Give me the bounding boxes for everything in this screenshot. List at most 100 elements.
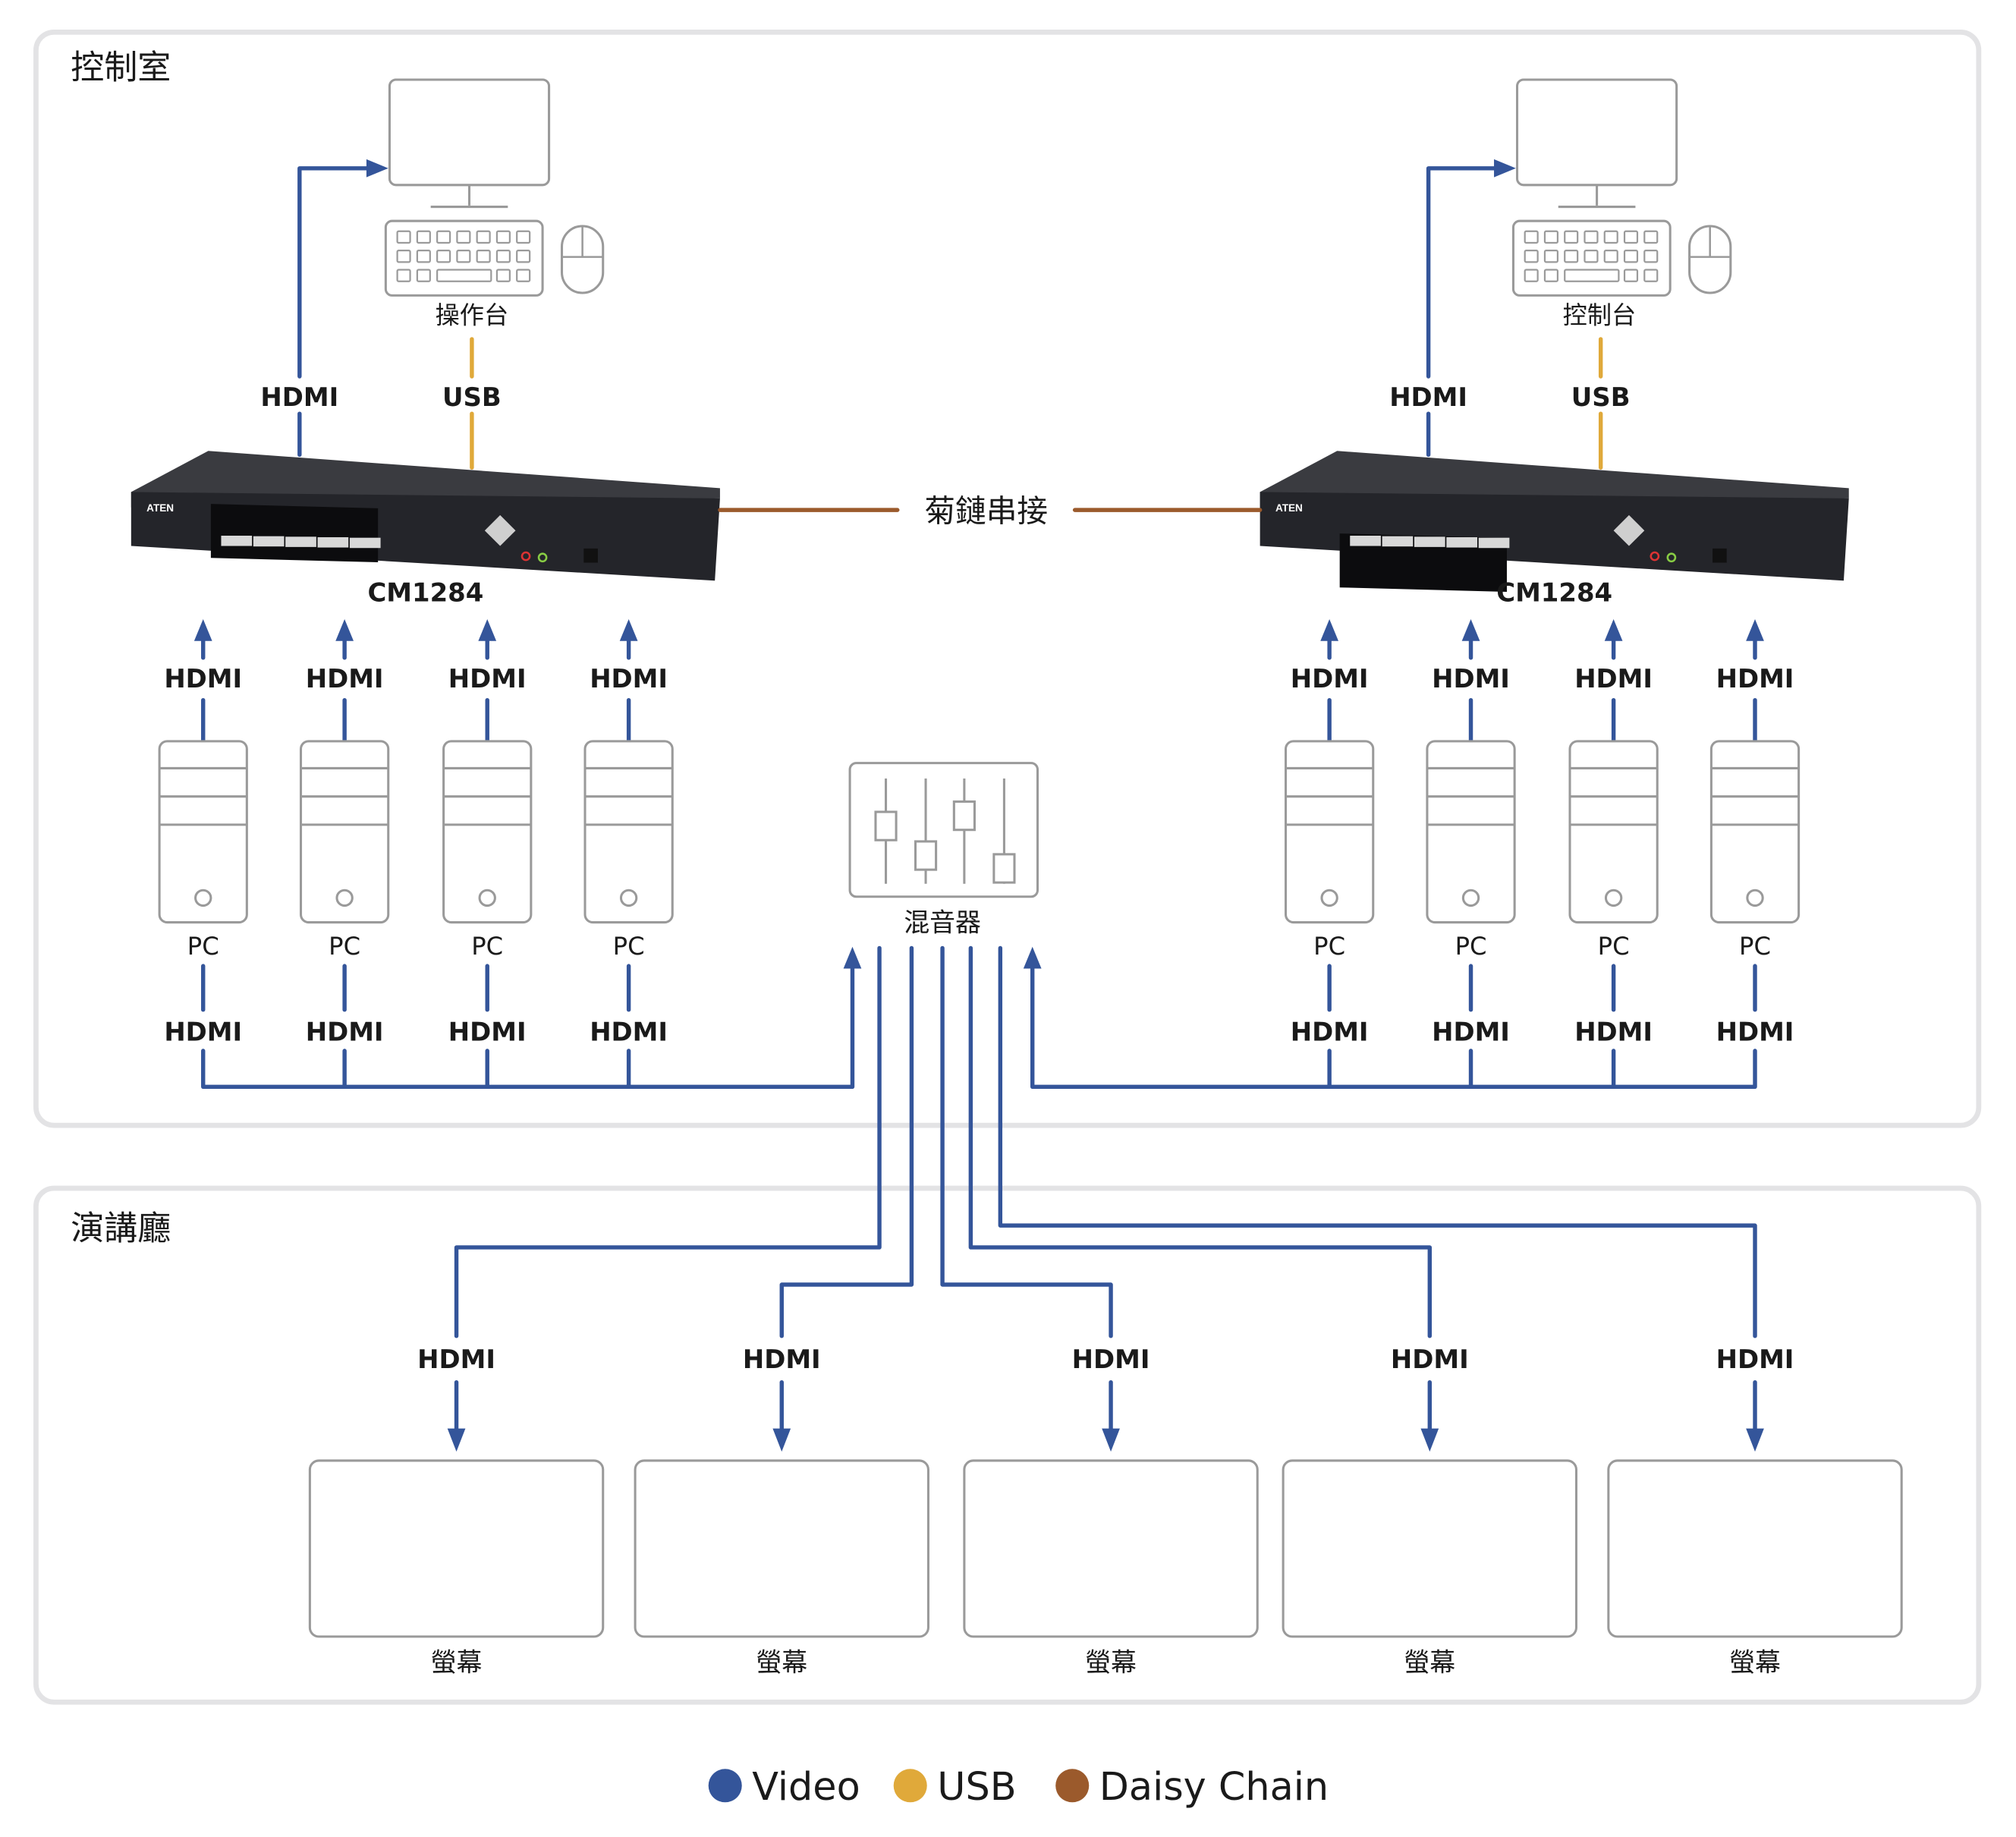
- hdmi-label: HDMI: [417, 1345, 495, 1374]
- display-icon: [634, 1459, 929, 1638]
- kvm-model-label: CM1284: [367, 577, 483, 607]
- arrow-up-icon: [335, 619, 354, 641]
- mixer-label: 混音器: [904, 907, 981, 937]
- mouse-icon: [560, 225, 605, 294]
- hdmi-label: HDMI: [306, 664, 384, 694]
- pc-computer: HDMI PC HDMI: [158, 619, 248, 1046]
- arrow-right-icon: [1494, 159, 1516, 178]
- hdmi-label: HDMI: [448, 1017, 527, 1046]
- mixer-to-display-cable: [968, 945, 1433, 1338]
- monitor-icon: [1516, 78, 1678, 187]
- usb-label: USB: [1571, 382, 1631, 412]
- hdmi-label: HDMI: [1291, 664, 1369, 694]
- legend-swatch: [708, 1769, 742, 1803]
- pc-label: PC: [1598, 932, 1630, 961]
- audio-mixer: 混音器: [848, 762, 1039, 937]
- arrow-up-icon: [478, 619, 497, 641]
- left-pc-bus-cable: [201, 964, 855, 1089]
- hdmi-label: HDMI: [260, 382, 338, 412]
- legend-swatch: [1055, 1769, 1090, 1803]
- pc-tower-icon: [1709, 740, 1801, 924]
- display-label: 螢幕: [1404, 1648, 1455, 1678]
- hdmi-label: HDMI: [1574, 664, 1653, 694]
- hdmi-label: HDMI: [743, 1345, 821, 1374]
- display-screen: 螢幕: [1282, 1459, 1578, 1678]
- mixer-to-display-cable: [998, 945, 1757, 1338]
- hdmi-label: HDMI: [1716, 1345, 1794, 1374]
- display-screen: 螢幕: [308, 1459, 605, 1678]
- arrow-up-icon: [843, 946, 862, 969]
- hdmi-label: HDMI: [164, 1017, 242, 1046]
- pc-tower-icon: [583, 740, 674, 924]
- pc-computer: HDMI PC HDMI: [1568, 619, 1659, 1089]
- mixer-to-display-cable: [779, 945, 914, 1338]
- arrow-up-icon: [1604, 619, 1623, 641]
- arrow-down-icon: [1420, 1428, 1439, 1452]
- display-icon: [1282, 1459, 1578, 1638]
- hdmi-label: HDMI: [1291, 1017, 1369, 1046]
- display-label: 螢幕: [431, 1648, 483, 1678]
- arrow-up-icon: [1461, 619, 1480, 641]
- display-screen: 螢幕: [963, 1459, 1259, 1678]
- keyboard-icon: [384, 219, 544, 297]
- display-label: 螢幕: [756, 1648, 807, 1678]
- hdmi-label: HDMI: [1432, 1017, 1510, 1046]
- arrow-up-icon: [1320, 619, 1338, 641]
- pc-label: PC: [471, 932, 503, 961]
- legend-label: Daisy Chain: [1099, 1764, 1329, 1809]
- display-screen: 螢幕: [1607, 1459, 1903, 1678]
- arrow-down-icon: [1102, 1428, 1120, 1452]
- mouse-icon: [1688, 225, 1732, 294]
- hdmi-label: HDMI: [1391, 1345, 1469, 1374]
- arrow-down-icon: [772, 1428, 791, 1452]
- legend-swatch: [893, 1769, 927, 1803]
- brand-logo: ATEN: [146, 502, 174, 514]
- pc-label: PC: [1313, 932, 1345, 961]
- hdmi-label: HDMI: [164, 664, 242, 694]
- pc-label: PC: [1739, 932, 1771, 961]
- kvm-switch: ATEN CM1284: [131, 451, 720, 607]
- hdmi-label: HDMI: [1716, 664, 1794, 694]
- display-label: 螢幕: [1085, 1648, 1137, 1678]
- arrow-up-icon: [619, 619, 638, 641]
- hdmi-label: HDMI: [1574, 1017, 1653, 1046]
- pc-computer: HDMI PC HDMI: [299, 619, 390, 1089]
- hdmi-label: HDMI: [590, 664, 668, 694]
- hdmi-label: HDMI: [1716, 1017, 1794, 1046]
- pc-tower-icon: [1284, 740, 1375, 924]
- pc-tower-icon: [442, 740, 533, 924]
- brand-logo: ATEN: [1275, 502, 1303, 514]
- pc-label: PC: [1455, 932, 1487, 961]
- mixer-icon: [848, 762, 1039, 898]
- pc-tower-icon: [1568, 740, 1659, 924]
- kvm-model-label: CM1284: [1496, 577, 1612, 607]
- mixer-to-display-cable: [454, 945, 882, 1338]
- pc-tower-icon: [299, 740, 390, 924]
- right-pc-bus-cable: [1030, 964, 1757, 1089]
- display-screen: 螢幕: [634, 1459, 929, 1678]
- arrow-down-icon: [447, 1428, 466, 1452]
- pc-computer: HDMI PC HDMI: [1284, 619, 1375, 1089]
- hdmi-label: HDMI: [306, 1017, 384, 1046]
- console-label: 控制台: [1563, 301, 1637, 330]
- legend-label: USB: [937, 1764, 1016, 1809]
- keyboard-icon: [1511, 219, 1672, 297]
- pc-computer: HDMI PC HDMI: [1709, 619, 1801, 1046]
- control-room-panel: [33, 29, 1982, 1128]
- pc-label: PC: [329, 932, 360, 961]
- pc-label: PC: [187, 932, 219, 961]
- mixer-to-display-cable: [940, 945, 1113, 1338]
- arrow-up-icon: [1746, 619, 1764, 641]
- pc-tower-icon: [158, 740, 248, 924]
- display-icon: [1607, 1459, 1903, 1638]
- display-label: 螢幕: [1729, 1648, 1781, 1678]
- arrow-right-icon: [366, 159, 388, 178]
- control-room-title: 控制室: [71, 48, 171, 87]
- arrow-down-icon: [1746, 1428, 1764, 1452]
